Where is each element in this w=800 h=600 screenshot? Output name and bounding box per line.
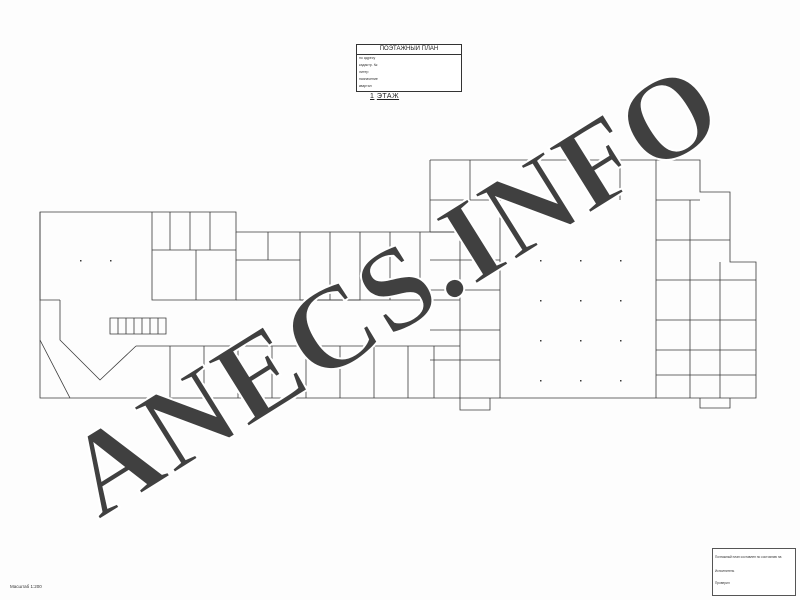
floor-word: ЭТАЖ [376,93,400,100]
column-mark [540,260,542,262]
column-mark [80,260,82,262]
column-mark [580,300,582,302]
floor-label: 1 ЭТАЖ [370,93,399,100]
room-wall [151,212,237,301]
column-mark [620,380,622,382]
room-wall [699,398,731,409]
title-block-heading: ПОЭТАЖНЫЙ ПЛАН [357,45,461,55]
column-mark [620,300,622,302]
building-outline [430,159,757,399]
title-block-row: квартал [359,84,372,88]
building-outline [39,211,461,399]
stamp-row: Поэтажный план составлен по состоянию на [715,555,782,559]
staircase [117,318,159,334]
stamp-row: Исполнитель [715,569,735,573]
staircase [109,317,167,335]
column-mark [540,300,542,302]
column-mark [540,340,542,342]
room-wall [459,398,491,411]
column-mark [620,260,622,262]
stamp-row: Проверил [715,581,730,585]
column-mark [580,340,582,342]
approval-stamp: Поэтажный план составлен по состоянию на… [712,548,796,596]
floor-number: 1 [370,93,375,100]
room-wall [236,259,301,301]
column-mark [620,340,622,342]
column-mark [540,380,542,382]
scale-label: Масштаб 1:200 [10,584,42,589]
column-mark [580,380,582,382]
title-block-row: кадастр. № [359,63,378,67]
entrance-wall [39,339,71,399]
column-mark [110,260,112,262]
room-wall [39,212,60,301]
title-block-row: назначение [359,77,378,81]
room-wall [460,199,501,398]
title-block-row: по адресу [359,56,376,60]
title-block: ПОЭТАЖНЫЙ ПЛАН по адресу кадастр. № лите… [356,44,462,92]
column-mark [580,260,582,262]
title-block-row: литер [359,70,369,74]
entrance-wall [59,300,137,381]
